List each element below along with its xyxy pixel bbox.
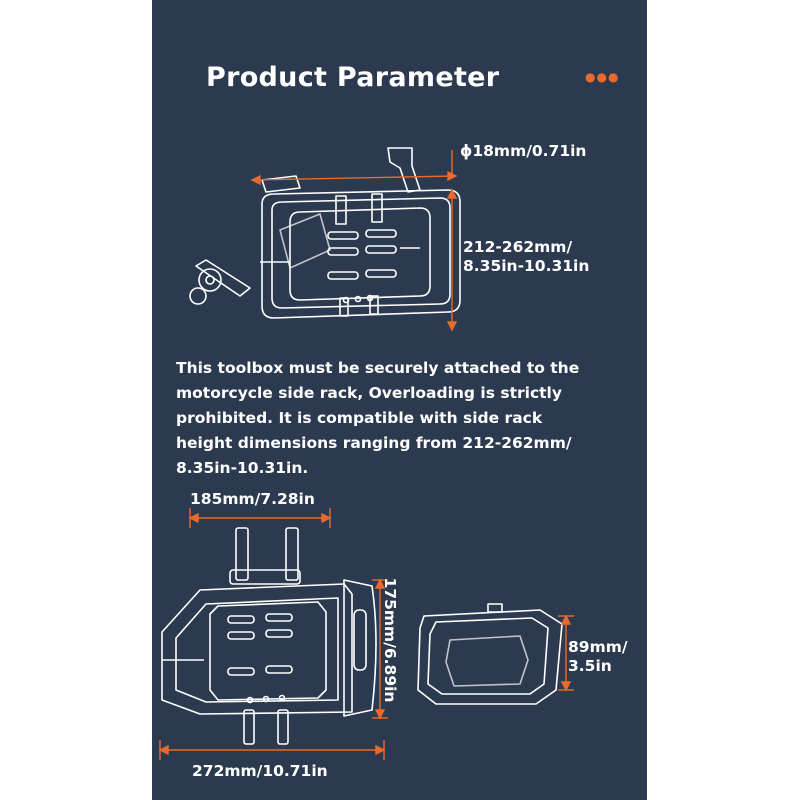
tube-dimension-line (251, 175, 457, 181)
dark-panel (152, 0, 647, 800)
toolbox-front-view (161, 583, 353, 715)
description-line: prohibited. It is compatible with side r… (176, 409, 543, 427)
depth-label-line2: 3.5in (568, 657, 612, 675)
width-top-label: 185mm/7.28in (190, 490, 315, 508)
page-title: Product Parameter (206, 62, 500, 93)
description-line: This toolbox must be securely attached t… (176, 359, 580, 377)
description-line: height dimensions ranging from 212-262mm… (176, 434, 572, 452)
height-range-label-line2: 8.35in-10.31in (463, 257, 590, 275)
description-text: This toolbox must be securely attached t… (176, 356, 636, 481)
depth-label-line1: 89mm/ (568, 638, 628, 656)
description-line: 8.35in-10.31in. (176, 459, 309, 477)
description-line: motorcycle side rack, Overloading is str… (176, 384, 562, 402)
toolbox-side-view (417, 609, 563, 705)
decorative-dots-icon: ●●● (585, 70, 620, 84)
width-bottom-label: 272mm/10.71in (192, 762, 328, 780)
strap (285, 527, 299, 581)
strap (235, 527, 249, 581)
tube-diameter-label: ϕ18mm/0.71in (460, 142, 587, 160)
toolbox-shell (261, 189, 461, 319)
height-range-label-line1: 212-262mm/ (463, 238, 573, 256)
height-label: 175mm/6.89in (381, 577, 399, 703)
